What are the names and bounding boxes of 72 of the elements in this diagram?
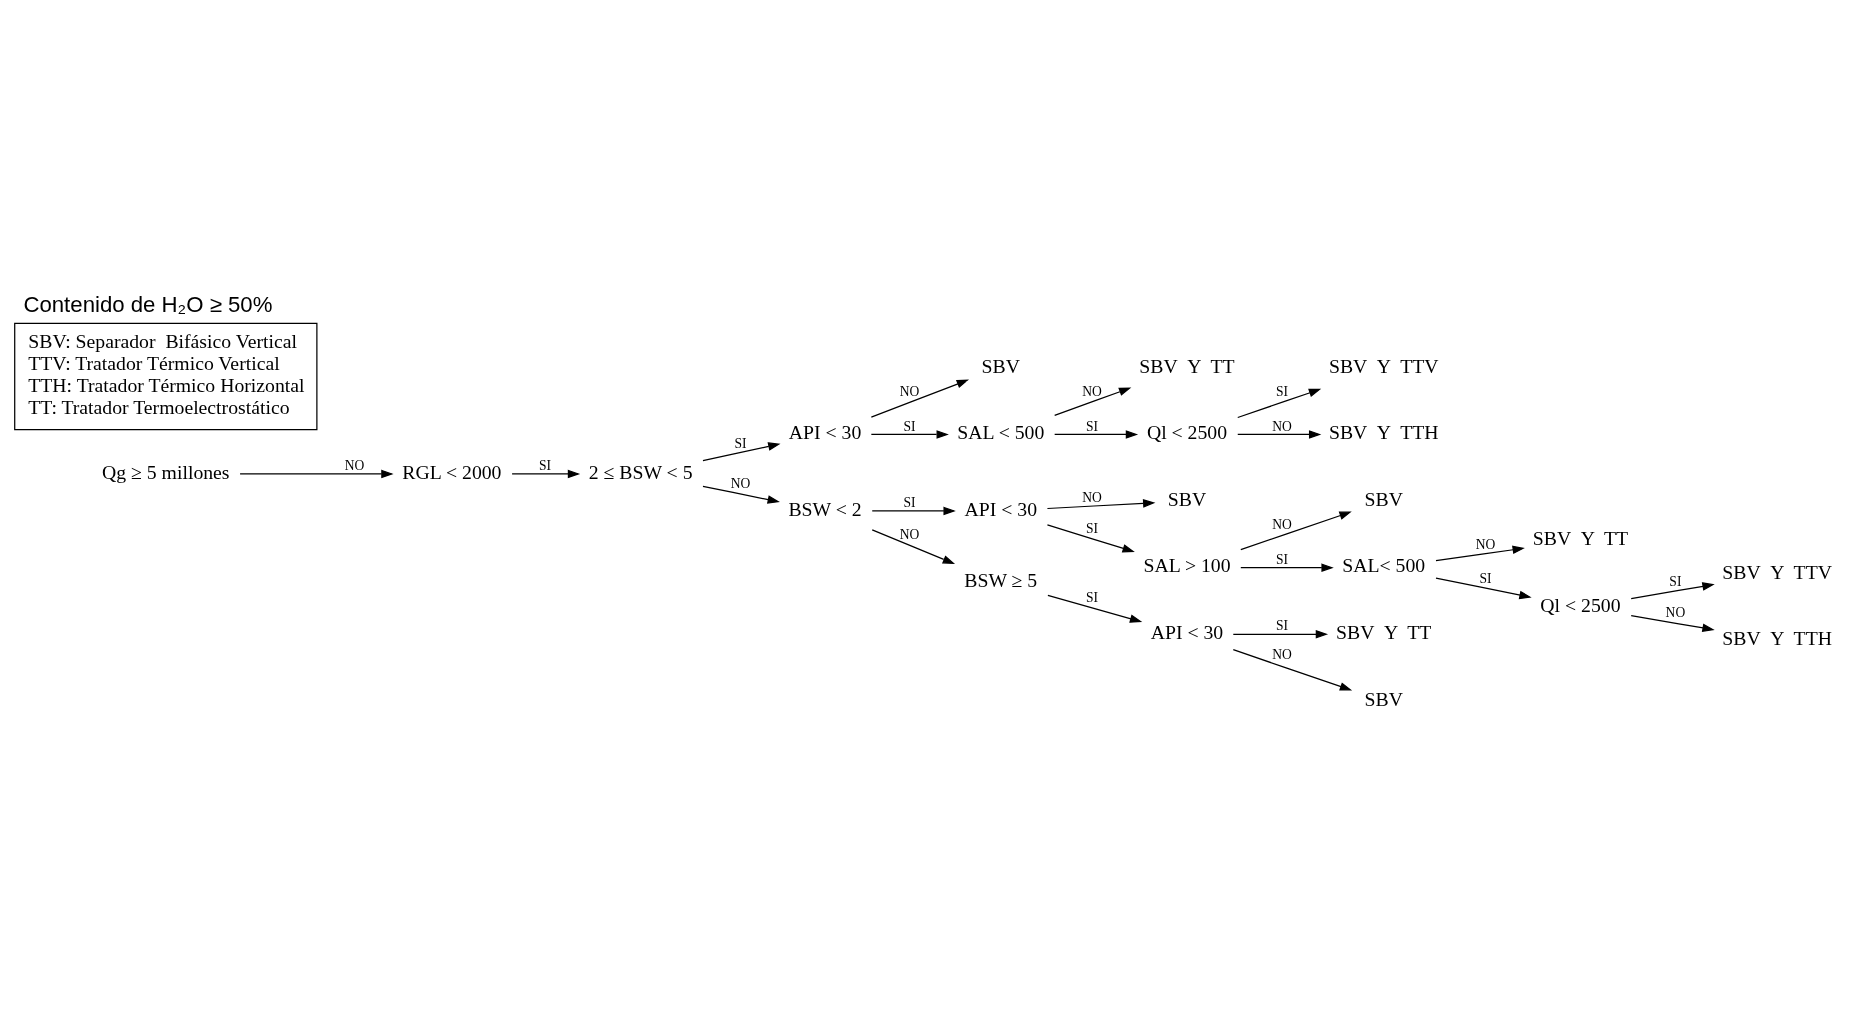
edge-label: NO [1272,418,1292,434]
arrow [702,485,780,504]
edge-label: NO [899,527,920,543]
edge-label: NO [1272,646,1292,662]
arrow [1232,649,1353,691]
arrow [511,469,581,479]
arrow [1237,388,1322,419]
arrow [1232,629,1329,639]
node-text: SBV Y TTH [1722,627,1832,650]
edge-label: SI [734,435,747,451]
arrow [1054,387,1132,416]
node-text: BSW < 2 [788,497,862,520]
edge-label: SI [1275,383,1288,399]
arrow [1240,511,1352,551]
edge-label: SI [539,457,552,473]
arrow [239,469,394,479]
arrow [1046,499,1156,510]
edge-label: NO [1272,517,1292,533]
node-text: 2 ≤ BSW < 5 [588,460,693,483]
arrow [870,379,969,418]
edge-label: NO [899,383,920,399]
node-text: API < 30 [1150,620,1224,643]
node-text: SBV Y TTH [1328,421,1439,444]
edge-label: SI [1086,589,1099,605]
arrow [1237,430,1322,439]
edge-label: NO [1665,604,1686,620]
node-text: API < 30 [964,497,1038,520]
node-text: SBV [1167,487,1207,510]
edge-label: NO [344,457,365,473]
node-text: SAL< 500 [1342,554,1426,577]
arrow [871,529,956,565]
arrow [1240,563,1334,572]
edge-label: SI [903,494,916,510]
edge-label: SI [1479,571,1492,587]
arrow [1630,615,1715,633]
node-text: BSW ≥ 5 [964,569,1038,592]
edge-label: SI [1086,520,1099,536]
arrow [1435,577,1532,600]
arrow [1046,524,1135,553]
node-text: SBV [1364,487,1403,510]
edge-label: SI [1669,573,1682,589]
node-text: SAL > 100 [1143,554,1231,577]
arrow [1047,594,1143,623]
node-text: Ql < 2500 [1540,593,1621,616]
edge-label: SI [1086,418,1099,434]
node-text: SBV Y TTV [1328,354,1439,377]
node-box: SBV: Separador Bifásico Vertical TTV: Tratador Térmico Vertical TTH: Tratador Térmico Horizontal TT: Tratador Termoelectrostático [14,322,318,431]
node-text: Qg ≥ 5 millones [102,460,230,483]
node-text: RGL < 2000 [402,460,502,483]
edge-label: NO [1082,490,1102,506]
edge-label: SI [903,418,916,434]
node-text: SBV [981,354,1020,377]
arrow [1435,545,1525,562]
edge-label: SI [1275,618,1288,634]
node-text: API < 30 [788,421,862,444]
diagram-title: Contenido de H₂O ≥ 50% [23,291,273,317]
node-text: SAL < 500 [957,421,1045,444]
node-text: SBV Y TT [1532,527,1629,550]
arrow [871,506,956,516]
edge-label: SI [1275,551,1288,567]
node-text: Ql < 2500 [1146,421,1228,444]
arrow [870,430,949,439]
arrow [702,442,781,462]
edge-label: NO [1475,536,1496,552]
edge-label: NO [730,476,751,492]
node-text: SBV Y TT [1336,620,1432,643]
node-text: SBV Y TT [1139,354,1235,377]
node-text: SBV Y TTV [1722,560,1832,583]
node-text: SBV [1364,687,1403,710]
arrow [1630,582,1715,600]
edge-label: NO [1082,383,1102,399]
arrow [1054,430,1139,439]
